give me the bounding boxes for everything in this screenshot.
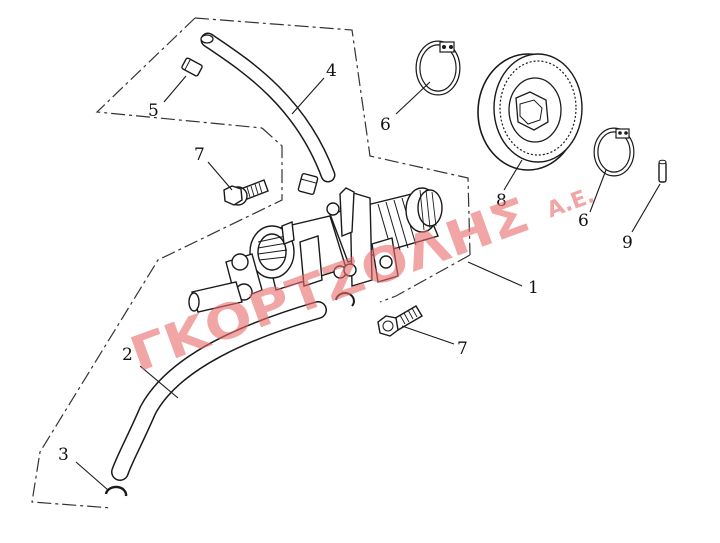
lower-hose-part-2 — [111, 301, 327, 481]
bolt-part-7-upper — [223, 179, 269, 206]
assembly-boundary-upper — [95, 17, 471, 256]
callout-9: 9 — [622, 233, 633, 253]
callout-6-upper: 6 — [380, 115, 391, 135]
leader-2 — [139, 365, 179, 399]
leader-7b — [401, 325, 455, 345]
watermark-suffix-text: Α.Ε. — [544, 183, 598, 223]
retaining-clip-small — [335, 292, 355, 307]
hose-clip-part-3 — [104, 485, 128, 497]
callout-4: 4 — [326, 61, 337, 81]
leader-9 — [631, 183, 661, 233]
oil-pump-part-1 — [188, 187, 443, 313]
upper-hose-part-4 — [200, 32, 336, 183]
leader-3 — [75, 461, 109, 491]
leader-7a — [207, 161, 233, 191]
leader-4 — [291, 77, 325, 115]
leader-8 — [503, 159, 523, 191]
leader-lines — [75, 75, 661, 491]
callout-6-lower: 6 — [578, 211, 589, 231]
drive-gear-part-8 — [477, 53, 583, 171]
callout-1: 1 — [528, 278, 539, 298]
callout-3: 3 — [58, 445, 69, 465]
callout-7-upper: 7 — [194, 145, 205, 165]
circlip-part-6-upper — [415, 40, 461, 96]
callout-5: 5 — [148, 101, 159, 121]
leader-1 — [467, 261, 523, 287]
callout-7-lower: 7 — [457, 339, 468, 359]
sleeve-part-5 — [181, 57, 203, 77]
assembly-boundary-lower — [31, 127, 471, 509]
callout-labels: 1 2 3 4 5 6 6 7 7 8 9 — [58, 61, 633, 465]
leader-5 — [163, 75, 187, 103]
leader-6a — [395, 81, 431, 115]
callout-2: 2 — [122, 345, 133, 365]
pin-part-9 — [658, 159, 667, 183]
bolt-part-7-lower — [377, 305, 423, 337]
circlip-part-6-lower — [593, 127, 635, 177]
leader-6b — [589, 169, 607, 213]
sleeve-near-hose — [297, 172, 319, 196]
callout-8: 8 — [496, 191, 507, 211]
